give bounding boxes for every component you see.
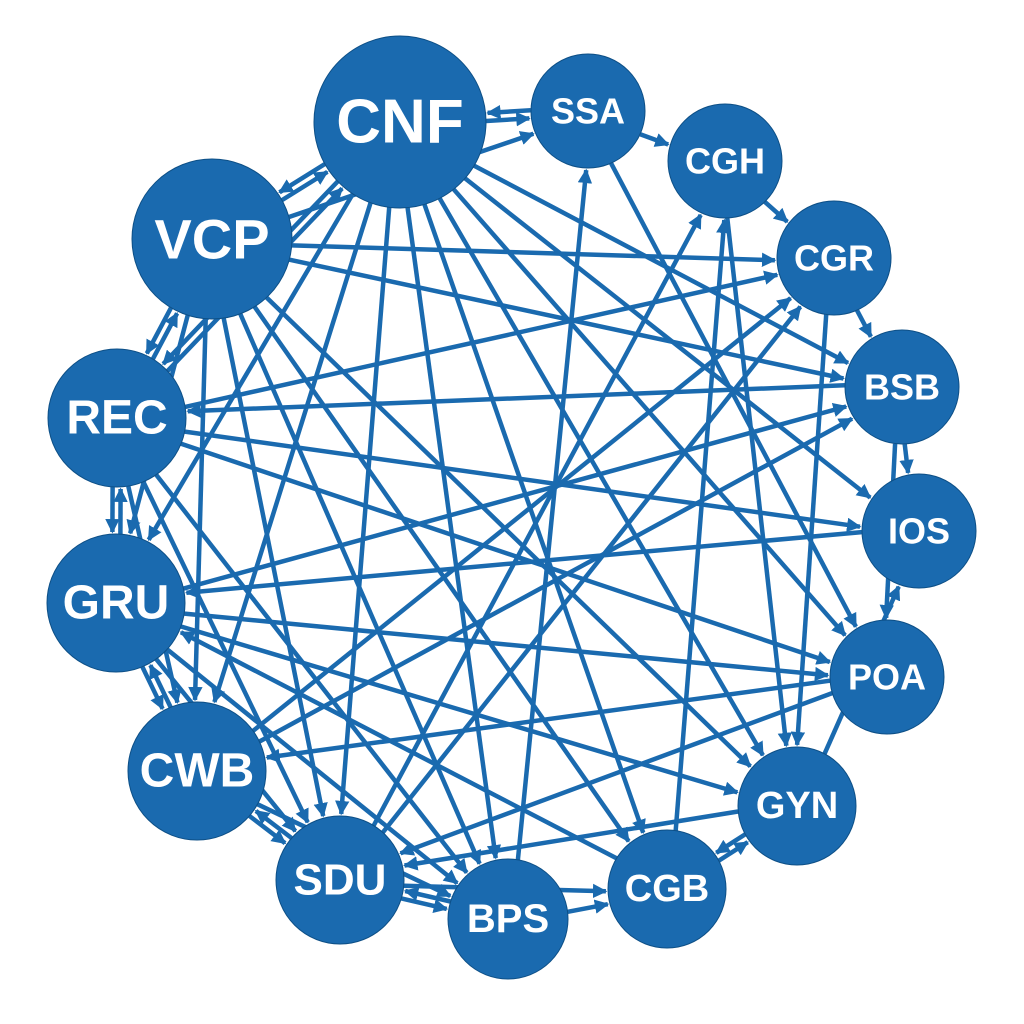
edge-ssa-to-poa	[609, 162, 858, 628]
edge-bsb-to-rec	[186, 383, 845, 418]
edge-sdu-to-bps	[400, 896, 449, 913]
node-label: BSB	[864, 367, 940, 408]
edge-poa-to-cwb	[265, 678, 831, 763]
edge-cgr-to-bsb	[855, 309, 873, 338]
node-label: CGR	[794, 238, 874, 279]
node-label: IOS	[888, 511, 950, 552]
edge-rec-to-sdu	[141, 480, 310, 824]
edge-gru-to-poa	[184, 611, 830, 682]
node-label: CGH	[685, 141, 765, 182]
edge-cgh-to-gyn	[725, 217, 793, 748]
node-label: SSA	[551, 91, 625, 132]
node-ios: IOS	[861, 473, 977, 589]
edge-cnf-to-ssa	[485, 111, 531, 127]
node-cgh: CGH	[667, 103, 783, 219]
edge-vcp-to-cnf	[280, 169, 329, 203]
edge-rec-to-cgr	[184, 270, 779, 410]
node-bps: BPS	[447, 858, 569, 980]
edge-gru-to-bps	[165, 647, 459, 885]
node-layer: CNF SSA CGH CGR BSB IOS POA GYN CGB BPS SDU CWB GRU R…	[46, 35, 977, 980]
node-cwb: CWB	[127, 701, 267, 841]
node-cgb: CGB	[607, 829, 727, 949]
node-circle	[844, 329, 960, 445]
node-label: GYN	[756, 785, 838, 827]
node-circle	[47, 348, 187, 488]
node-rec: REC	[47, 348, 187, 488]
node-circle	[829, 619, 945, 735]
edge-vcp-to-sdu	[221, 317, 328, 818]
node-circle	[667, 103, 783, 219]
node-label: REC	[66, 392, 167, 445]
node-label: CWB	[140, 745, 255, 798]
node-label: POA	[848, 657, 926, 698]
edge-cnf-to-gyn	[437, 197, 765, 757]
edge-bsb-to-ios	[899, 443, 914, 475]
node-label: CGB	[625, 868, 709, 910]
edge-vcp-to-cwb	[188, 318, 208, 702]
edge-cgb-to-cgh	[673, 218, 731, 831]
edge-vcp-to-bsb	[288, 257, 845, 383]
node-circle	[737, 746, 857, 866]
node-bsb: BSB	[844, 329, 960, 445]
node-label: CNF	[336, 88, 463, 157]
node-label: BPS	[467, 897, 549, 941]
node-poa: POA	[829, 619, 945, 735]
node-circle	[46, 533, 186, 673]
node-circle	[447, 858, 569, 980]
node-label: SDU	[294, 856, 387, 905]
edge-cnf-to-vcp	[278, 162, 327, 195]
edge-layer	[105, 104, 914, 915]
edge-cwb-to-cgr	[251, 296, 793, 733]
edge-gyn-to-sdu	[403, 809, 739, 871]
node-gru: GRU	[46, 533, 186, 673]
node-circle	[127, 701, 267, 841]
edge-poa-to-sdu	[399, 690, 833, 856]
edge-rec-to-bps	[154, 473, 469, 874]
edge-vcp-to-cgb	[252, 305, 631, 843]
node-sdu: SDU	[275, 815, 405, 945]
edge-cwb-to-bsb	[258, 416, 854, 744]
edge-rec-to-ios	[184, 429, 862, 533]
edge-gru-to-cwb	[140, 665, 165, 711]
edge-ssa-to-cgh	[639, 132, 670, 147]
edge-cnf-to-gru	[146, 192, 355, 542]
node-circle	[313, 35, 487, 209]
edge-cnf-to-cgb	[422, 203, 646, 835]
edge-ios-to-gru	[184, 529, 863, 599]
node-cgr: CGR	[776, 200, 892, 316]
node-gyn: GYN	[737, 746, 857, 866]
edge-rec-to-poa	[180, 441, 832, 665]
node-circle	[530, 53, 646, 169]
edge-cgb-to-gru	[179, 630, 618, 861]
node-label: VCP	[154, 208, 269, 271]
node-cnf: CNF	[313, 35, 487, 209]
edge-cwb-to-sdu	[248, 814, 287, 845]
edge-cgh-to-cgr	[763, 200, 789, 224]
edge-vcp-to-gyn	[265, 295, 752, 769]
edge-bps-to-cgb	[567, 899, 610, 915]
edge-cnf-to-bsb	[473, 163, 850, 365]
node-circle	[776, 200, 892, 316]
node-ssa: SSA	[530, 53, 646, 169]
edge-vcp-to-cgr	[291, 243, 777, 267]
edge-ssa-to-cnf	[486, 104, 532, 120]
node-circle	[131, 158, 293, 320]
edge-cwb-to-gru	[148, 663, 173, 709]
node-circle	[861, 473, 977, 589]
edge-bps-to-ssa	[515, 168, 593, 860]
edge-rec-to-vcp	[150, 312, 180, 360]
edge-sdu-to-cgh	[371, 213, 703, 827]
node-label: GRU	[63, 577, 170, 630]
edge-gru-to-bsb	[183, 402, 848, 591]
edge-sdu-to-cgr	[381, 305, 803, 834]
node-circle	[275, 815, 405, 945]
edge-cgb-to-gyn	[717, 840, 749, 863]
edge-gyn-to-cgb	[715, 832, 747, 855]
edge-gru-to-gyn	[180, 624, 739, 796]
node-circle	[607, 829, 727, 949]
edge-cnf-to-sdu	[335, 207, 392, 816]
node-vcp: VCP	[131, 158, 293, 320]
